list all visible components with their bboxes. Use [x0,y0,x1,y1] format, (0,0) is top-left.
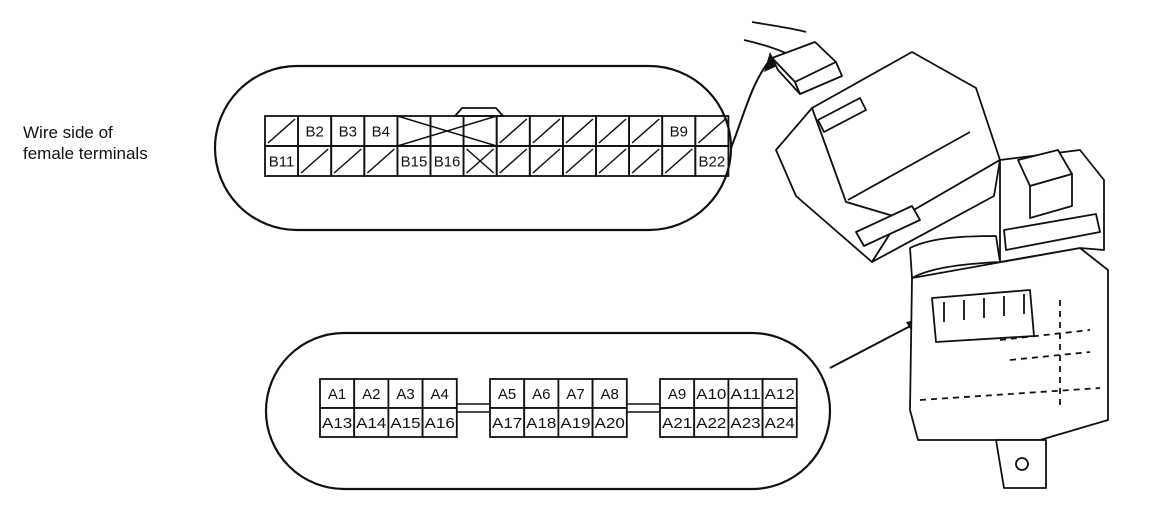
connector-a-cell [489,378,526,409]
connector-b-pin-label: B2 [305,124,323,141]
connector-a-pin-label: A5 [498,386,516,403]
connector-a-cell [387,407,424,438]
connector-b-unused-slash [267,118,296,144]
relay-2 [1029,173,1073,219]
connector-a-pin-label: A23 [730,415,760,432]
connector-a-pin-label: A17 [492,415,522,432]
connector-b-pin-label: B16 [434,154,461,171]
connector-b-pin-label: B3 [339,124,357,141]
connector-b-unused-slash [598,118,627,144]
connector-a-pin-label: A12 [765,386,795,403]
connector-b-callout [213,64,733,232]
connector-a-cell [659,407,696,438]
mounting-hole [1015,457,1029,471]
lid-clip-1 [817,97,867,133]
fuse-box-body [909,247,1109,441]
wire-side-caption: Wire side of female terminals [23,122,148,164]
leader-arrow-a [829,321,919,369]
fuse-row [1003,213,1101,251]
connector-a-pin-label: A14 [356,415,386,432]
connector-b-unused-slash [565,148,594,174]
connector-b-pin-label: B22 [698,154,725,171]
connector-a-pin-label: A7 [566,386,584,403]
box-detail-lines [919,300,1101,410]
connector-b-unused-slash [565,118,594,144]
connector-a-cell [353,407,390,438]
socket-slots [943,294,1025,322]
connector-b-unused-slash [631,118,660,144]
connector-a-callout [264,331,832,491]
connector-b-unused-slash [664,148,693,174]
connector-a-pin-label: A11 [730,386,760,403]
connector-b-latch [453,107,505,117]
connector-b-unused-slash [631,148,660,174]
connector-b-unused-slash [532,118,561,144]
fuse-box-lid-rim [871,159,1001,263]
connector-b-unused-slash [300,148,329,174]
connector-b-unused-slash [499,148,528,174]
leader-arrowhead-b [764,52,777,72]
connector-a-pin-label: A19 [560,415,590,432]
connector-b-pin-label: B4 [372,124,390,141]
connector-b-unused-cross [466,148,495,174]
connector-a-cell [319,378,356,409]
connector-b-unused-slash [499,118,528,144]
connector-a-pin-label: A20 [595,415,625,432]
connector-a-pin-label: A3 [396,386,414,403]
wire-bundle [909,235,1001,279]
caption-line-1: Wire side of [23,123,113,142]
connector-b-pin-label: B9 [670,124,688,141]
connector-b-unused-slash [598,148,627,174]
connector-a-cell [591,378,628,409]
connector-a-cell [761,407,798,438]
connector-a-pin-label: A24 [765,415,795,432]
connector-b-unused-slash [333,148,362,174]
connector-a-pin-label: A18 [526,415,556,432]
connector-socket-a [931,289,1035,343]
connector-a-pin-label: A13 [322,415,352,432]
connector-a-pin-label: A15 [390,415,420,432]
connector-a-cell [693,378,730,409]
connector-a-pin-label: A9 [668,386,686,403]
connector-a-pin-label: A4 [431,386,449,403]
connector-a-cell [761,378,798,409]
connector-a-pin-label: A16 [425,415,455,432]
connector-a-pin-label: A21 [662,415,692,432]
connector-a-pin-label: A1 [328,386,346,403]
connector-a-cell [727,407,764,438]
fuse-box-illustration [743,21,1109,489]
connector-a-pin-label: A8 [601,386,619,403]
connector-a-pin-label: A2 [362,386,380,403]
connector-a-cell [421,407,458,438]
leader-arrow-b [730,59,771,149]
connector-b-cell [694,145,730,177]
wire-lead [751,21,807,33]
connector-b-pin-label: B11 [269,154,295,171]
lid-edge-line [847,131,971,201]
caption-line-2: female terminals [23,144,148,163]
connector-a-pin-label: A10 [696,386,726,403]
connector-b-unused-slash [366,148,395,174]
connector-b-unused-slash [697,118,726,144]
lid-clip-2 [855,205,921,247]
connector-a-cell [591,407,628,438]
connector-a-cell [319,407,356,438]
connector-a-pin-label: A22 [696,415,726,432]
small-plug-side [794,61,843,95]
connector-a-pin-label: A6 [532,386,550,403]
connector-b-blocked-cavity [397,115,497,147]
connector-a-cell [353,378,390,409]
connector-b-unused-slash [532,148,561,174]
connector-b-pin-label: B15 [401,154,428,171]
